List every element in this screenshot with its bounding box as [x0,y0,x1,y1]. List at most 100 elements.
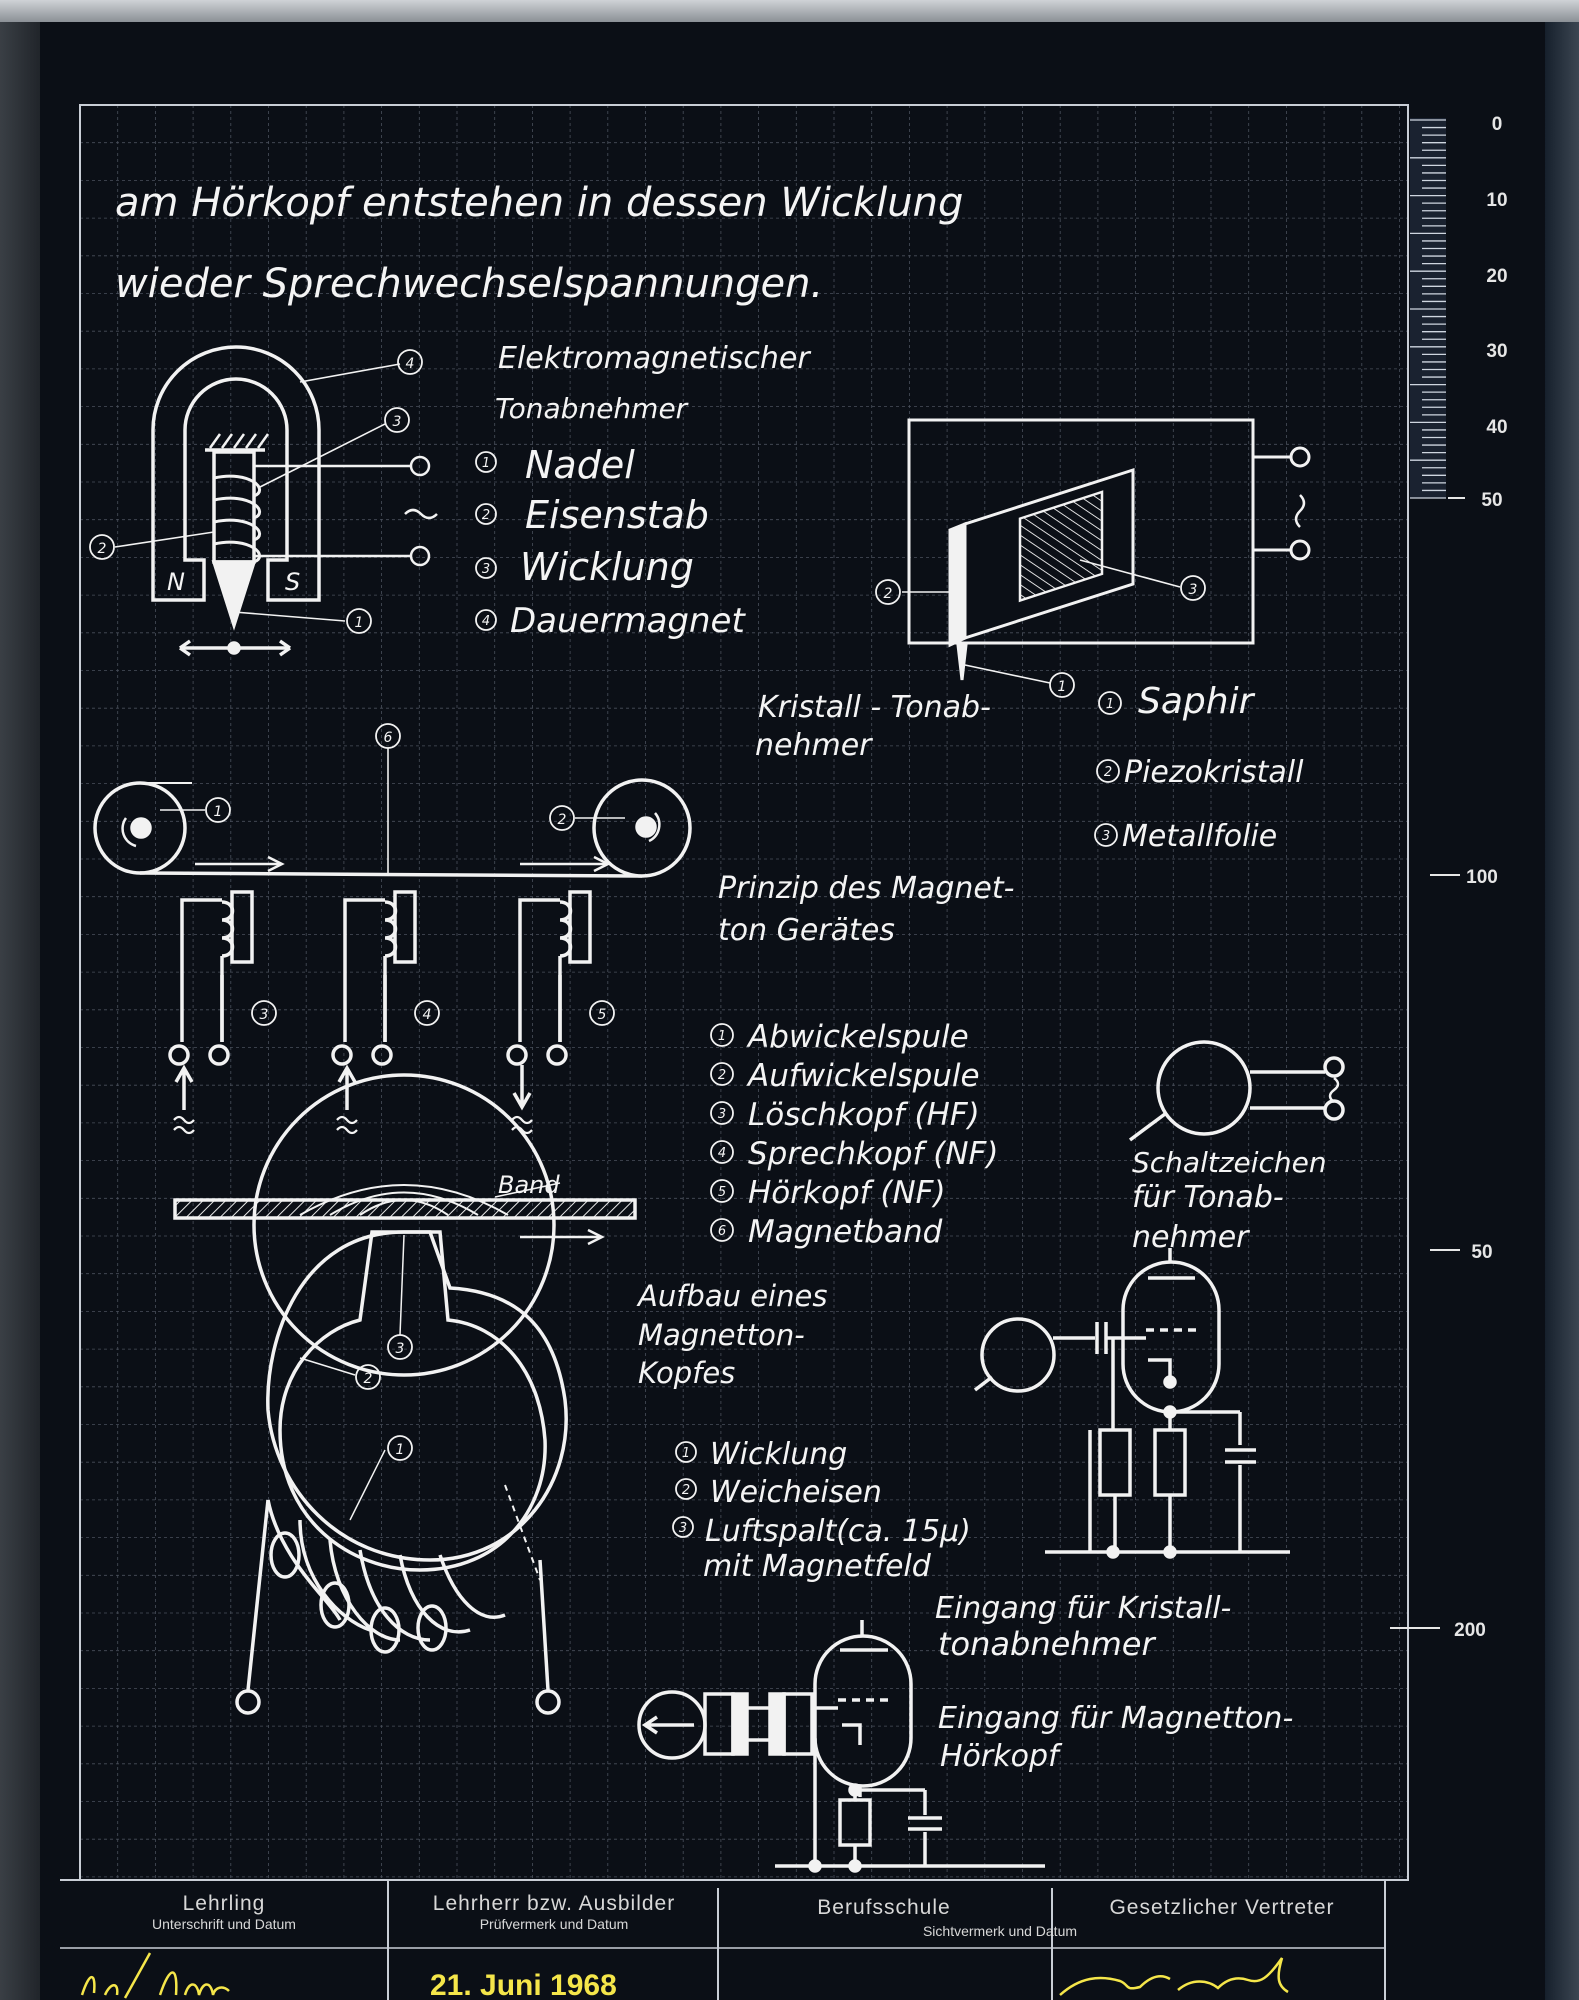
footer-lehrherr-sub: Prüfvermerk und Datum [480,1916,629,1932]
input-crystal-2: tonabnehmer [938,1625,1156,1663]
crystal-item-saphir: Saphir [1138,681,1256,722]
svg-text:1: 1 [355,615,364,631]
blueprint-sheet [40,22,1560,2000]
tape-legend-num: 5 [718,1185,726,1200]
svg-text:2: 2 [884,586,893,602]
magnetic-head-drawing [173,1073,637,1715]
footer-lehrling-sub: Unterschrift und Datum [152,1916,296,1932]
crystal-item-piezokristall: Piezokristall [1124,755,1304,790]
em-item-eisenstab: Eisenstab [525,493,709,537]
heading-line-2: wieder Sprechwechselspannungen. [115,261,823,307]
head-legend: 1 Wicklung 2 Weicheisen 3 Luftspalt(ca. … [672,1437,971,1584]
svg-text:1: 1 [214,804,223,820]
tape-legend-item: Löschkopf (HF) [748,1097,980,1133]
page-edge-right [1545,22,1579,2000]
input-crystal-1: Eingang für Kristall- [935,1591,1231,1626]
input-magnet-1: Eingang für Magnetton- [938,1701,1293,1736]
tape-legend-item: Magnetband [748,1214,943,1250]
tape-head-3: 5 [506,890,615,1135]
scale-label-50: 50 [1481,490,1502,511]
head-item-luftspalt: Luftspalt(ca. 15μ) [705,1514,971,1549]
em-item-nadel: Nadel [525,443,635,487]
svg-text:1: 1 [1058,679,1067,695]
svg-text:2: 2 [682,1483,690,1498]
tape-legend-num: 6 [718,1224,726,1239]
tape-head-2: 4 [331,890,440,1135]
head-title-2: Magnetton- [638,1318,805,1352]
title-block [60,1879,1386,2000]
crystal-pickup-drawing [875,418,1311,698]
scale-label-150: 50 [1471,1242,1492,1263]
crystal-input-circuit [973,1248,1290,1559]
scale-label-100: 100 [1466,867,1498,888]
scanner-edge [0,0,1579,22]
tape-legend-num: 4 [718,1146,726,1161]
scale-label-40: 40 [1486,417,1507,438]
symbol-line-3: nehmer [1132,1220,1250,1255]
tape-title-1: Prinzip des Magnet- [718,871,1014,906]
svg-text:2: 2 [1104,765,1112,780]
footer-berufsschule: Berufsschule [817,1896,950,1919]
footer-lehrherr: Lehrherr bzw. Ausbilder [433,1892,675,1915]
electromagnetic-pickup-drawing [89,345,438,657]
svg-text:2: 2 [558,812,567,828]
tape-legend-item: Abwickelspule [746,1019,969,1055]
svg-text:1: 1 [1106,697,1114,712]
pole-s-label: S [285,568,300,596]
tape-head-1: 3 [168,890,277,1135]
svg-text:3: 3 [482,562,490,577]
svg-text:4: 4 [482,614,490,629]
svg-text:4: 4 [423,1007,432,1023]
crystal-title-1: Kristall - Tonab- [758,690,991,725]
symbol-line-2: für Tonab- [1132,1180,1284,1215]
svg-text:3: 3 [679,1521,687,1536]
footer-vertreter: Gesetzlicher Vertreter [1109,1896,1334,1919]
svg-text:3: 3 [393,414,402,430]
svg-text:6: 6 [384,730,393,746]
input-magnet-2: Hörkopf [940,1739,1063,1774]
svg-text:1: 1 [482,456,490,471]
pole-n-label: N [167,568,185,596]
tape-legend-item: Hörkopf (NF) [748,1175,946,1211]
signature-guardian [1059,1957,1289,1996]
pickup-symbol-drawing [1128,1040,1345,1142]
svg-text:2: 2 [98,541,107,557]
crystal-legend: 1 Saphir 2 Piezokristall 3 Metallfolie [1094,681,1304,854]
svg-text:3: 3 [260,1007,269,1023]
tape-legend-num: 3 [718,1107,726,1122]
svg-text:2: 2 [364,1371,373,1387]
date-stamp: 21. Juni 1968 [430,1969,617,2000]
head-item-magnetfeld: mit Magnetfeld [703,1549,932,1584]
head-title-1: Aufbau eines [636,1279,827,1313]
symbol-line-1: Schaltzeichen [1132,1146,1327,1179]
tape-heads: 3 4 5 [168,890,615,1135]
crystal-title-2: nehmer [755,728,873,763]
svg-text:1: 1 [396,1442,405,1458]
band-label: Band [498,1171,560,1199]
scale-label-200: 200 [1454,1620,1486,1641]
tape-recorder-drawing [93,723,692,878]
tape-legend-item: Sprechkopf (NF) [748,1136,998,1172]
signature-apprentice [80,1952,230,1999]
em-pickup-title-2: Tonabnehmer [495,392,689,425]
scale-label-30: 30 [1486,341,1507,362]
tape-legend-num: 1 [718,1029,726,1044]
tape-title-2: ton Gerätes [718,913,895,948]
head-item-wicklung: Wicklung [710,1437,847,1472]
em-pickup-title-1: Elektromagnetischer [498,341,811,376]
svg-text:1: 1 [682,1446,690,1461]
scale-label-10: 10 [1486,190,1507,211]
svg-text:3: 3 [1102,829,1110,844]
svg-text:5: 5 [598,1007,607,1023]
svg-text:3: 3 [396,1341,405,1357]
head-item-weicheisen: Weicheisen [710,1475,882,1510]
em-pickup-legend: 1 Nadel 2 Eisenstab 3 Wicklung 4 Dauerma… [475,443,746,641]
tape-legend-item: Aufwickelspule [746,1058,980,1094]
footer-lehrling: Lehrling [183,1892,266,1915]
heading-line-1: am Hörkopf entstehen in dessen Wicklung [115,180,963,226]
head-title-3: Kopfes [638,1356,735,1390]
scale-label-20: 20 [1486,266,1507,287]
